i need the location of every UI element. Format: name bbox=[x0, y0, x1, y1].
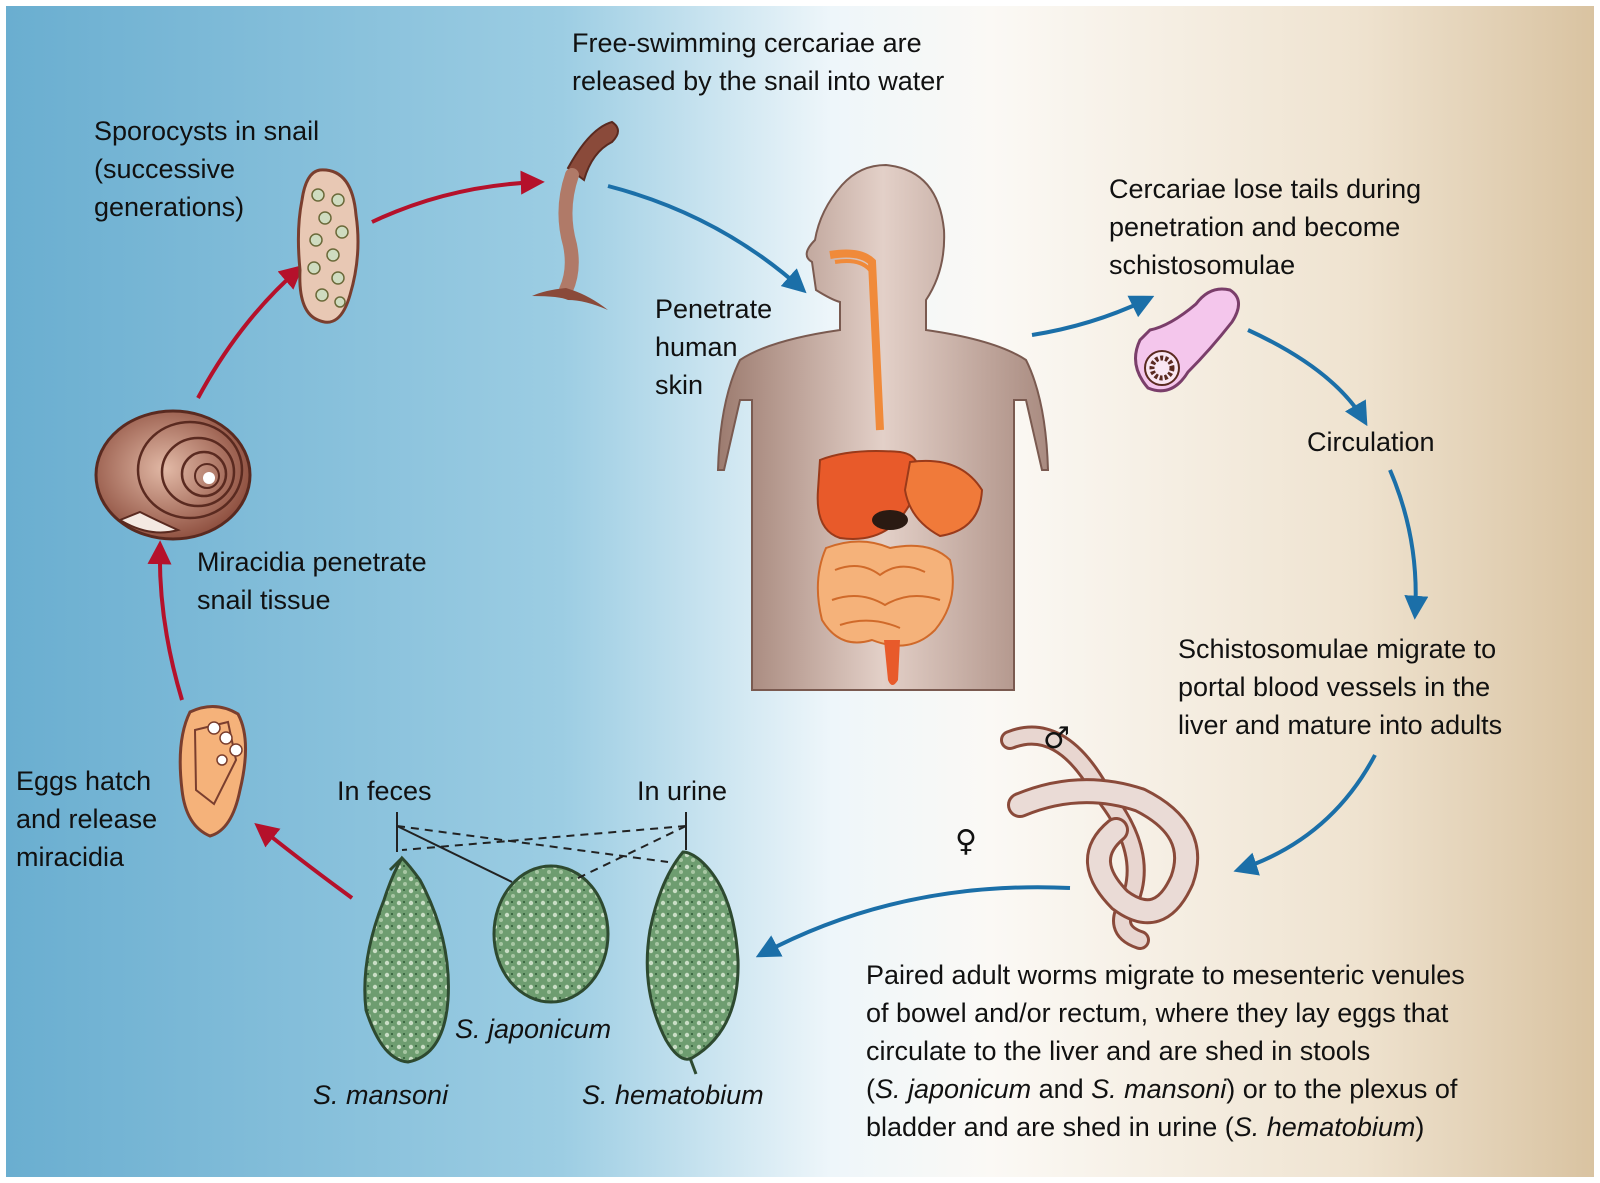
caption-hematobium: S. hematobium bbox=[1233, 1112, 1416, 1142]
s-mansoni-egg bbox=[363, 855, 450, 1064]
miracidia-penetrate-label: Miracidia penetrate snail tissue bbox=[197, 547, 427, 615]
sporocysts-label: Sporocysts in snail (successive generati… bbox=[94, 116, 320, 222]
schistosomulum-illustration bbox=[1134, 287, 1240, 393]
in-feces-label: In feces bbox=[337, 776, 432, 806]
s-hematobium-label: S. hematobium bbox=[582, 1080, 764, 1110]
excretion-connector-lines bbox=[396, 812, 687, 883]
paired-adult-worms-caption: Paired adult worms migrate to mesenteric… bbox=[866, 960, 1465, 1142]
caption-line-3: circulate to the liver and are shed in s… bbox=[866, 1036, 1371, 1066]
cercariae-release-label: Free-swimming cercariae are released by … bbox=[572, 28, 945, 96]
caption-line-5-end: ) bbox=[1415, 1112, 1425, 1142]
snail-phase-arrows bbox=[147, 170, 545, 900]
in-urine-label: In urine bbox=[637, 776, 728, 806]
caption-line-2: of bowel and/or rectum, where they lay e… bbox=[866, 998, 1449, 1028]
s-mansoni-label: S. mansoni bbox=[313, 1080, 449, 1110]
circulation-label: Circulation bbox=[1307, 427, 1435, 457]
male-symbol: ♂ bbox=[1043, 721, 1070, 756]
s-hematobium-egg bbox=[645, 850, 740, 1061]
human-phase-arrows bbox=[607, 184, 1429, 958]
hatching-egg-illustration bbox=[178, 705, 248, 838]
s-japonicum-label: S. japonicum bbox=[455, 1014, 612, 1044]
female-symbol: ♀ bbox=[955, 824, 977, 859]
sporocyst-illustration bbox=[296, 168, 360, 324]
caption-japonicum: S. japonicum bbox=[875, 1074, 1032, 1104]
s-japonicum-egg bbox=[492, 864, 610, 1004]
caption-line-5-start: bladder and are shed in urine ( bbox=[866, 1112, 1234, 1142]
caption-line-4-end: ) or to the plexus of bbox=[1226, 1074, 1458, 1104]
caption-mansoni: S. mansoni bbox=[1091, 1074, 1227, 1104]
caption-and: and bbox=[1031, 1074, 1092, 1104]
snail-illustration bbox=[94, 409, 252, 541]
schistosome-eggs bbox=[363, 850, 740, 1075]
migrate-portal-label: Schistosomulae migrate to portal blood v… bbox=[1178, 634, 1503, 740]
eggs-hatch-label: Eggs hatch and release miracidia bbox=[16, 766, 158, 872]
cercaria-illustration bbox=[532, 120, 619, 310]
penetrate-skin-label: Penetrate human skin bbox=[655, 294, 773, 400]
caption-line-1: Paired adult worms migrate to mesenteric… bbox=[866, 960, 1465, 990]
cercariae-lose-tails-label: Cercariae lose tails during penetration … bbox=[1109, 174, 1422, 280]
human-body-illustration bbox=[716, 163, 1050, 691]
adult-worms-illustration bbox=[1000, 725, 1200, 950]
